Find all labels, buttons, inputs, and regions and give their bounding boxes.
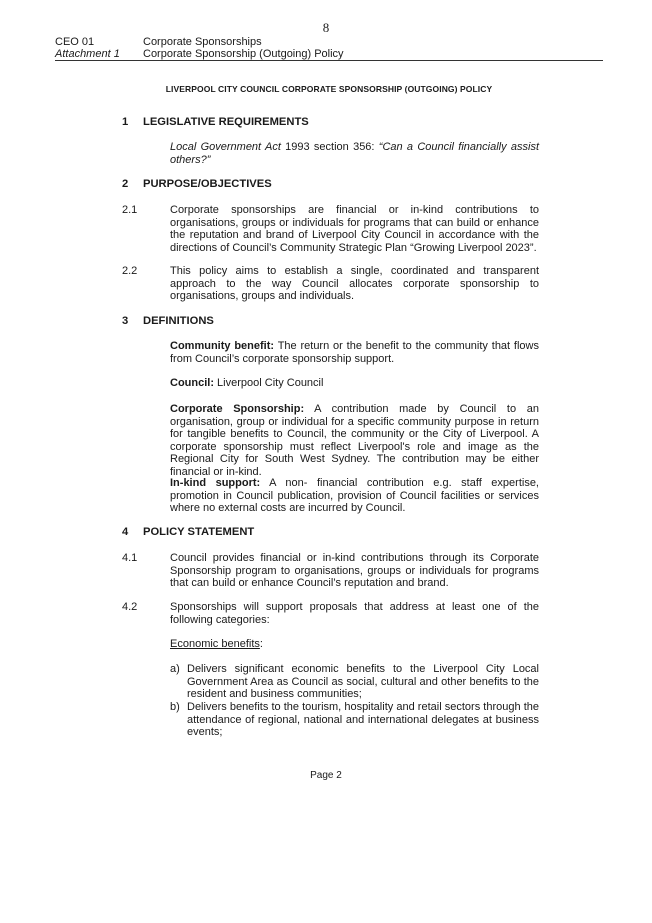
act-name: Local Government Act [170, 141, 281, 153]
definition-term: Council: [170, 377, 214, 389]
clause-2-1-number: 2.1 [122, 204, 138, 216]
definition-text: Liverpool City Council [214, 377, 324, 389]
section-1-number: 1 [122, 116, 129, 128]
act-quote: “Can a Council financially assist others… [170, 141, 539, 166]
section-4-heading: POLICY STATEMENT [143, 526, 255, 538]
section-1-text: Local Government Act 1993 section 356: “… [170, 141, 539, 166]
economic-benefits-subheading: Economic benefits: [170, 638, 263, 651]
list-item-text: Delivers benefits to the tourism, hospit… [187, 701, 539, 739]
act-section: 1993 section 356: [280, 141, 379, 153]
header-line-1: Corporate Sponsorships [143, 36, 262, 48]
section-2-heading: PURPOSE/OBJECTIVES [143, 178, 272, 190]
clause-2-2-number: 2.2 [122, 265, 138, 277]
list-item-letter: b) [170, 701, 180, 713]
definition-text: A contribution made by Council to an org… [170, 403, 539, 478]
definition-term: Community benefit: [170, 340, 275, 352]
header-line-2: Corporate Sponsorship (Outgoing) Policy [143, 48, 344, 60]
clause-4-2-text: Sponsorships will support proposals that… [170, 601, 539, 626]
section-2-number: 2 [122, 178, 129, 190]
subheading-colon: : [259, 638, 263, 650]
definition-term: Corporate Sponsorship: [170, 403, 305, 415]
header-divider [55, 60, 603, 61]
document-title: LIVERPOOL CITY COUNCIL CORPORATE SPONSOR… [165, 84, 493, 94]
page-footer: Page 2 [310, 770, 342, 781]
clause-2-2-text: This policy aims to establish a single, … [170, 265, 539, 303]
definition-corporate-sponsorship: Corporate Sponsorship: A contribution ma… [170, 403, 539, 479]
definition-text: A non- financial contribution e.g. staff… [170, 477, 539, 515]
definition-term: In-kind support: [170, 477, 261, 489]
definition-text: The return or the benefit to the communi… [170, 340, 539, 365]
top-page-number: 8 [322, 20, 330, 35]
section-3-number: 3 [122, 315, 129, 327]
list-item-letter: a) [170, 663, 180, 675]
section-1-heading: LEGISLATIVE REQUIREMENTS [143, 116, 309, 128]
definition-in-kind-support: In-kind support: A non- financial contri… [170, 477, 539, 515]
header-attachment: Attachment 1 [55, 48, 120, 60]
section-3-heading: DEFINITIONS [143, 315, 214, 327]
subheading-text: Economic benefits [170, 638, 260, 650]
list-item-text: Delivers significant economic benefits t… [187, 663, 539, 701]
clause-4-1-text: Council provides financial or in-kind co… [170, 552, 539, 590]
section-4-number: 4 [122, 526, 129, 538]
definition-council: Council: Liverpool City Council [170, 377, 539, 390]
clause-4-1-number: 4.1 [122, 552, 138, 564]
clause-4-2-number: 4.2 [122, 601, 138, 613]
definition-community-benefit: Community benefit: The return or the ben… [170, 340, 539, 365]
header-ref-code: CEO 01 [55, 36, 95, 48]
clause-2-1-text: Corporate sponsorships are financial or … [170, 204, 539, 254]
